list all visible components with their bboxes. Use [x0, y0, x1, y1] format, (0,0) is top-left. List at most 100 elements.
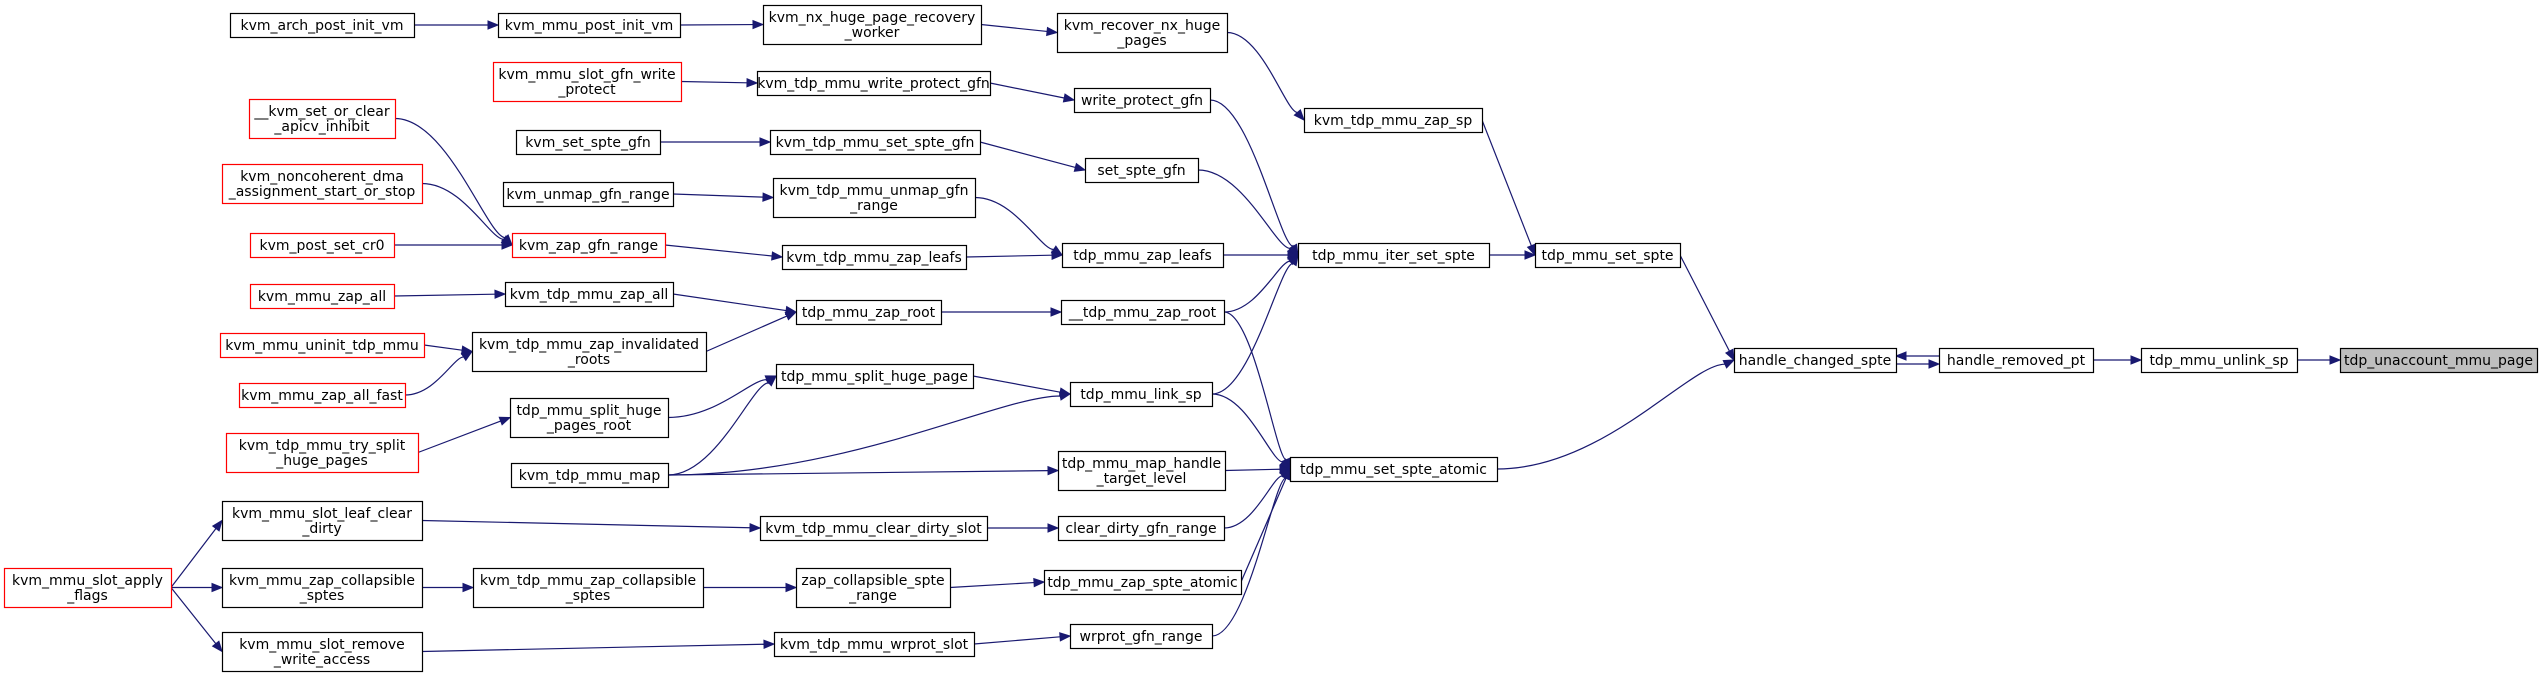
- function-node-kvm-tdp-mmu-map[interactable]: kvm_tdp_mmu_map: [510, 462, 670, 489]
- function-node-kvm-tdp-mmu-zap-collapsible-sptes[interactable]: kvm_tdp_mmu_zap_collapsible_sptes: [472, 567, 705, 609]
- function-node-tdp-unaccount-mmu-page[interactable]: tdp_unaccount_mmu_page: [2339, 347, 2539, 374]
- function-node-kvm-tdp-mmu-write-protect-gfn[interactable]: kvm_tdp_mmu_write_protect_gfn: [756, 70, 992, 97]
- function-node-label: _pages: [1116, 33, 1166, 49]
- function-node-kvm-tdp-mmu-set-spte-gfn[interactable]: kvm_tdp_mmu_set_spte_gfn: [769, 129, 982, 156]
- call-edge: [1894, 351, 1939, 361]
- function-node-kvm-mmu-zap-all[interactable]: kvm_mmu_zap_all: [249, 283, 396, 310]
- function-node-kvm-mmu-post-init-vm[interactable]: kvm_mmu_post_init_vm: [497, 12, 682, 39]
- function-node-label: kvm_tdp_mmu_zap_all: [510, 287, 669, 303]
- function-node-kvm-tdp-mmu-zap-invalidated-roots[interactable]: kvm_tdp_mmu_zap_invalidated_roots: [471, 331, 708, 373]
- function-node-tdp-mmu-split-huge-page[interactable]: tdp_mmu_split_huge_page: [775, 363, 975, 390]
- call-edge: [170, 519, 223, 588]
- function-node-clear-dirty-gfn-range[interactable]: clear_dirty_gfn_range: [1057, 515, 1226, 542]
- function-node-tdp-mmu-zap-root[interactable]: tdp_mmu_zap_root: [795, 299, 943, 326]
- function-node-tdp-mmu-zap-leafs[interactable]: tdp_mmu_zap_leafs: [1061, 242, 1225, 269]
- function-node-label: kvm_tdp_mmu_unmap_gfn: [780, 183, 969, 199]
- function-node-label: tdp_mmu_unlink_sp: [2149, 353, 2288, 369]
- function-node-kvm-mmu-uninit-tdp-mmu[interactable]: kvm_mmu_uninit_tdp_mmu: [219, 332, 426, 359]
- call-edge: [421, 182, 514, 246]
- call-edge: [422, 582, 475, 593]
- function-node-label: _apicv_inhibit: [273, 119, 370, 135]
- function-node-label: kvm_unmap_gfn_range: [506, 187, 669, 203]
- call-edge: [1211, 467, 1291, 637]
- call-edge: [393, 289, 507, 299]
- call-edge: [680, 78, 759, 88]
- function-node-tdp-mmu-set-spte-atomic[interactable]: tdp_mmu_set_spte_atomic: [1289, 456, 1499, 483]
- function-node-kvm-mmu-slot-leaf-clear-dirty[interactable]: kvm_mmu_slot_leaf_clear_dirty: [221, 500, 424, 542]
- function-node-tdp-mmu-map-handle-target-level[interactable]: tdp_mmu_map_handle_target_level: [1057, 450, 1227, 492]
- function-node-kvm-mmu-slot-apply-flags[interactable]: kvm_mmu_slot_apply_flags: [3, 567, 173, 609]
- function-node-label: kvm_mmu_slot_gfn_write: [498, 67, 675, 83]
- function-node-wrprot-gfn-range[interactable]: wrprot_gfn_range: [1069, 623, 1214, 650]
- function-node-kvm-tdp-mmu-zap-all[interactable]: kvm_tdp_mmu_zap_all: [504, 281, 675, 308]
- call-edge: [667, 375, 777, 476]
- function-node-label: tdp_mmu_map_handle: [1062, 456, 1221, 472]
- function-node-kvm-tdp-mmu-try-split-huge-pages[interactable]: kvm_tdp_mmu_try_split_huge_pages: [225, 432, 420, 474]
- function-node-kvm-tdp-mmu-zap-sp[interactable]: kvm_tdp_mmu_zap_sp: [1303, 107, 1484, 134]
- function-node-label: kvm_tdp_mmu_zap_sp: [1314, 113, 1473, 129]
- function-node-label: handle_changed_spte: [1739, 353, 1891, 369]
- function-node-label: tdp_mmu_iter_set_spte: [1312, 248, 1475, 264]
- function-node-kvm-noncoherent-dma-assignment-start-or-stop[interactable]: kvm_noncoherent_dma_assignment_start_or_…: [221, 163, 424, 205]
- call-edge: [672, 293, 798, 316]
- call-edge: [1223, 254, 1300, 313]
- function-node-kvm-mmu-zap-all-fast[interactable]: kvm_mmu_zap_all_fast: [238, 382, 407, 409]
- function-node-kvm-recover-nx-huge-pages[interactable]: kvm_recover_nx_huge_pages: [1056, 12, 1229, 54]
- function-node-tdp-mmu-link-sp[interactable]: tdp_mmu_link_sp: [1069, 381, 1214, 408]
- function-node-label: kvm_set_spte_gfn: [525, 135, 650, 151]
- function-node-set-spte-gfn[interactable]: set_spte_gfn: [1084, 157, 1200, 184]
- call-edge: [2297, 355, 2342, 365]
- function-node-kvm-mmu-zap-collapsible-sptes[interactable]: kvm_mmu_zap_collapsible_sptes: [221, 567, 424, 609]
- function-node-kvm-arch-post-init-vm[interactable]: kvm_arch_post_init_vm: [229, 12, 416, 39]
- function-node-label: tdp_mmu_split_huge_page: [781, 369, 968, 385]
- function-node-tdp-mmu-iter-set-spte[interactable]: tdp_mmu_iter_set_spte: [1297, 242, 1491, 269]
- function-node-kvm-unmap-gfn-range[interactable]: kvm_unmap_gfn_range: [502, 181, 675, 208]
- function-node-handle-changed-spte[interactable]: handle_changed_spte: [1733, 347, 1898, 374]
- function-node-tdp-mmu-zap-spte-atomic[interactable]: tdp_mmu_zap_spte_atomic: [1043, 569, 1243, 596]
- function-node-kvm-mmu-slot-remove-write-access[interactable]: kvm_mmu_slot_remove_write_access: [221, 631, 424, 673]
- function-node-kvm-set-spte-gfn[interactable]: kvm_set_spte_gfn: [515, 129, 662, 156]
- function-node-zap-collapsible-spte-range[interactable]: zap_collapsible_spte_range: [795, 567, 952, 609]
- function-node-label: kvm_mmu_slot_remove: [239, 637, 405, 653]
- function-node-label: _dirty: [301, 521, 341, 537]
- function-node-label: _worker: [844, 25, 900, 41]
- function-node-label: kvm_nx_huge_page_recovery: [769, 10, 976, 26]
- call-edge: [421, 639, 776, 653]
- function-node-label: _target_level: [1096, 471, 1187, 487]
- call-edge: [664, 244, 784, 261]
- function-node-kvm-post-set-cr0[interactable]: kvm_post_set_cr0: [249, 232, 396, 259]
- function-node-kvm-nx-huge-page-recovery-worker[interactable]: kvm_nx_huge_page_recovery_worker: [762, 4, 983, 46]
- function-node-kvm-tdp-mmu-wrprot-slot[interactable]: kvm_tdp_mmu_wrprot_slot: [773, 631, 976, 658]
- call-edge: [417, 416, 512, 454]
- function-node-label: _protect: [557, 82, 616, 98]
- function-node-handle-removed-pt[interactable]: handle_removed_pt: [1938, 347, 2095, 374]
- function-node-label: kvm_arch_post_init_vm: [241, 18, 404, 34]
- function-node-tdp-mmu-zap-root[interactable]: __tdp_mmu_zap_root: [1060, 299, 1226, 326]
- function-node-tdp-mmu-split-huge-pages-root[interactable]: tdp_mmu_split_huge_pages_root: [509, 397, 670, 439]
- call-edge: [1489, 250, 1537, 260]
- function-node-kvm-mmu-slot-gfn-write-protect[interactable]: kvm_mmu_slot_gfn_write_protect: [492, 61, 683, 103]
- function-node-label: kvm_recover_nx_huge: [1064, 18, 1220, 34]
- call-edge: [170, 587, 223, 653]
- function-node-label: kvm_post_set_cr0: [259, 238, 384, 254]
- function-node-kvm-set-or-clear-apicv-inhibit[interactable]: __kvm_set_or_clear_apicv_inhibit: [248, 98, 397, 140]
- call-edge: [672, 192, 775, 202]
- function-node-tdp-mmu-unlink-sp[interactable]: tdp_mmu_unlink_sp: [2140, 347, 2299, 374]
- call-edge: [1211, 253, 1299, 395]
- function-node-kvm-zap-gfn-range[interactable]: kvm_zap_gfn_range: [511, 232, 667, 259]
- function-node-label: kvm_mmu_uninit_tdp_mmu: [225, 338, 418, 354]
- call-graph-nodes: kvm_arch_post_init_vm kvm_mmu_post_init_v…: [3, 4, 2539, 673]
- call-edge: [1496, 359, 1736, 470]
- function-node-kvm-tdp-mmu-clear-dirty-slot[interactable]: kvm_tdp_mmu_clear_dirty_slot: [759, 515, 989, 542]
- call-edge: [987, 523, 1060, 533]
- function-node-kvm-tdp-mmu-zap-leafs[interactable]: kvm_tdp_mmu_zap_leafs: [781, 244, 968, 271]
- function-node-kvm-tdp-mmu-unmap-gfn-range[interactable]: kvm_tdp_mmu_unmap_gfn_range: [772, 177, 977, 219]
- call-edge: [973, 632, 1072, 645]
- function-node-label: __tdp_mmu_zap_root: [1068, 305, 1217, 321]
- call-edge: [667, 465, 1060, 476]
- function-node-label: _write_access: [273, 652, 370, 668]
- function-node-tdp-mmu-set-spte[interactable]: tdp_mmu_set_spte: [1534, 242, 1682, 269]
- function-node-write-protect-gfn[interactable]: write_protect_gfn: [1073, 87, 1212, 114]
- call-edge: [703, 582, 798, 593]
- function-node-label: _range: [849, 198, 898, 214]
